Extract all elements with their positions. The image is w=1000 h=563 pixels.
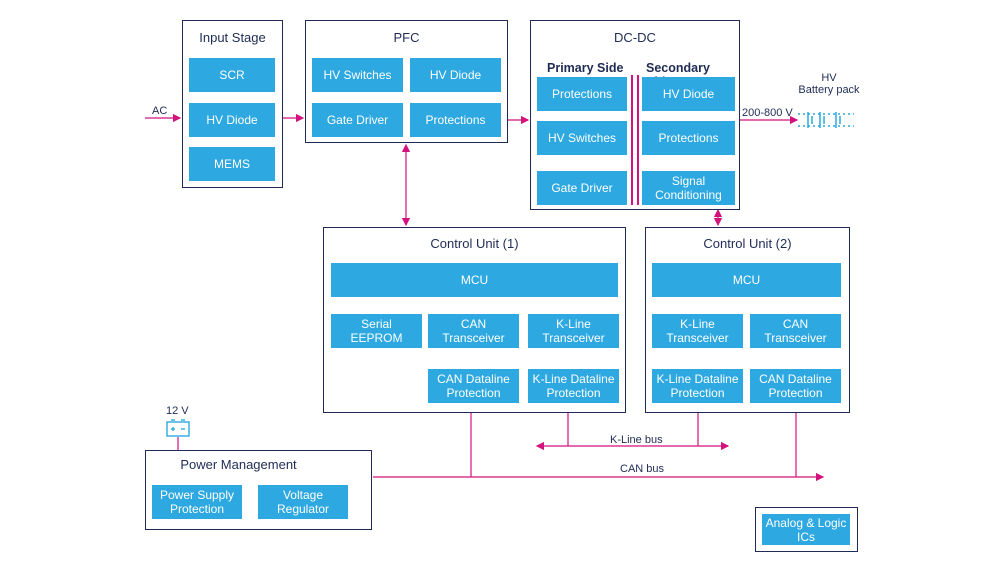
hv-battery-label: HV Battery pack [798,72,860,96]
pfc-gate-driver-block[interactable]: Gate Driver [312,103,403,137]
power-management-title: Power Management [180,457,297,472]
control-unit-2-frame: Control Unit (2) MCU K-Line Transceiver … [645,227,850,413]
dcdc-secondary-protections-block[interactable]: Protections [642,121,735,155]
pfc-hv-switches-block[interactable]: HV Switches [312,58,403,92]
cu2-can-transceiver-block[interactable]: CAN Transceiver [750,314,841,348]
legend-frame: Analog & Logic ICs [755,507,858,552]
v12-label: 12 V [166,405,189,417]
dcdc-primary-protections-block[interactable]: Protections [537,77,627,111]
isolation-barrier-2 [637,75,639,205]
cu1-mcu-block[interactable]: MCU [331,263,618,297]
dcdc-title: DC-DC [614,30,656,45]
cu2-kline-dataline-protection-block[interactable]: K-Line Dataline Protection [652,369,743,403]
dcdc-primary-gate-driver-block[interactable]: Gate Driver [537,171,627,205]
input-stage-title: Input Stage [199,30,266,45]
control-unit-1-frame: Control Unit (1) MCU Serial EEPROM CAN T… [323,227,626,413]
signal-conditioning-block[interactable]: Signal Conditioning [642,171,735,205]
can-bus-label: CAN bus [620,463,665,475]
cu1-kline-dataline-protection-block[interactable]: K-Line Dataline Protection [528,369,619,403]
voltage-output-label: 200-800 V [742,107,793,119]
dcdc-secondary-hv-diode-block[interactable]: HV Diode [642,77,735,111]
control-unit-2-title: Control Unit (2) [703,236,792,251]
input-stage-frame: Input Stage SCR HV Diode MEMS [182,20,283,188]
scr-block[interactable]: SCR [189,58,275,92]
control-unit-1-title: Control Unit (1) [430,236,519,251]
battery-12v-icon [166,419,190,437]
cu2-mcu-block[interactable]: MCU [652,263,841,297]
voltage-regulator-block[interactable]: Voltage Regulator [258,485,348,519]
dcdc-primary-hv-switches-block[interactable]: HV Switches [537,121,627,155]
mems-block[interactable]: MEMS [189,147,275,181]
cu2-can-dataline-protection-block[interactable]: CAN Dataline Protection [750,369,841,403]
pfc-protections-block[interactable]: Protections [410,103,501,137]
primary-side-title: Primary Side [547,61,624,75]
cu2-kline-transceiver-block[interactable]: K-Line Transceiver [652,314,743,348]
power-management-frame: Power Management Power Supply Protection… [145,450,372,530]
isolation-barrier [631,75,633,205]
battery-pack-icon [798,112,854,128]
ac-label: AC [152,105,168,117]
pfc-title: PFC [393,30,420,45]
pfc-frame: PFC HV Switches HV Diode Gate Driver Pro… [305,20,508,143]
power-supply-protection-block[interactable]: Power Supply Protection [152,485,242,519]
serial-eeprom-block[interactable]: Serial EEPROM [331,314,422,348]
dcdc-frame: DC-DC Primary Side Secondary Side Protec… [530,20,740,210]
cu1-kline-transceiver-block[interactable]: K-Line Transceiver [528,314,619,348]
hv-diode-block[interactable]: HV Diode [189,103,275,137]
cu1-can-dataline-protection-block[interactable]: CAN Dataline Protection [428,369,519,403]
pfc-hv-diode-block[interactable]: HV Diode [410,58,501,92]
kline-bus-label: K-Line bus [610,434,663,446]
legend-analog-logic-ics: Analog & Logic ICs [762,514,850,545]
cu1-can-transceiver-block[interactable]: CAN Transceiver [428,314,519,348]
